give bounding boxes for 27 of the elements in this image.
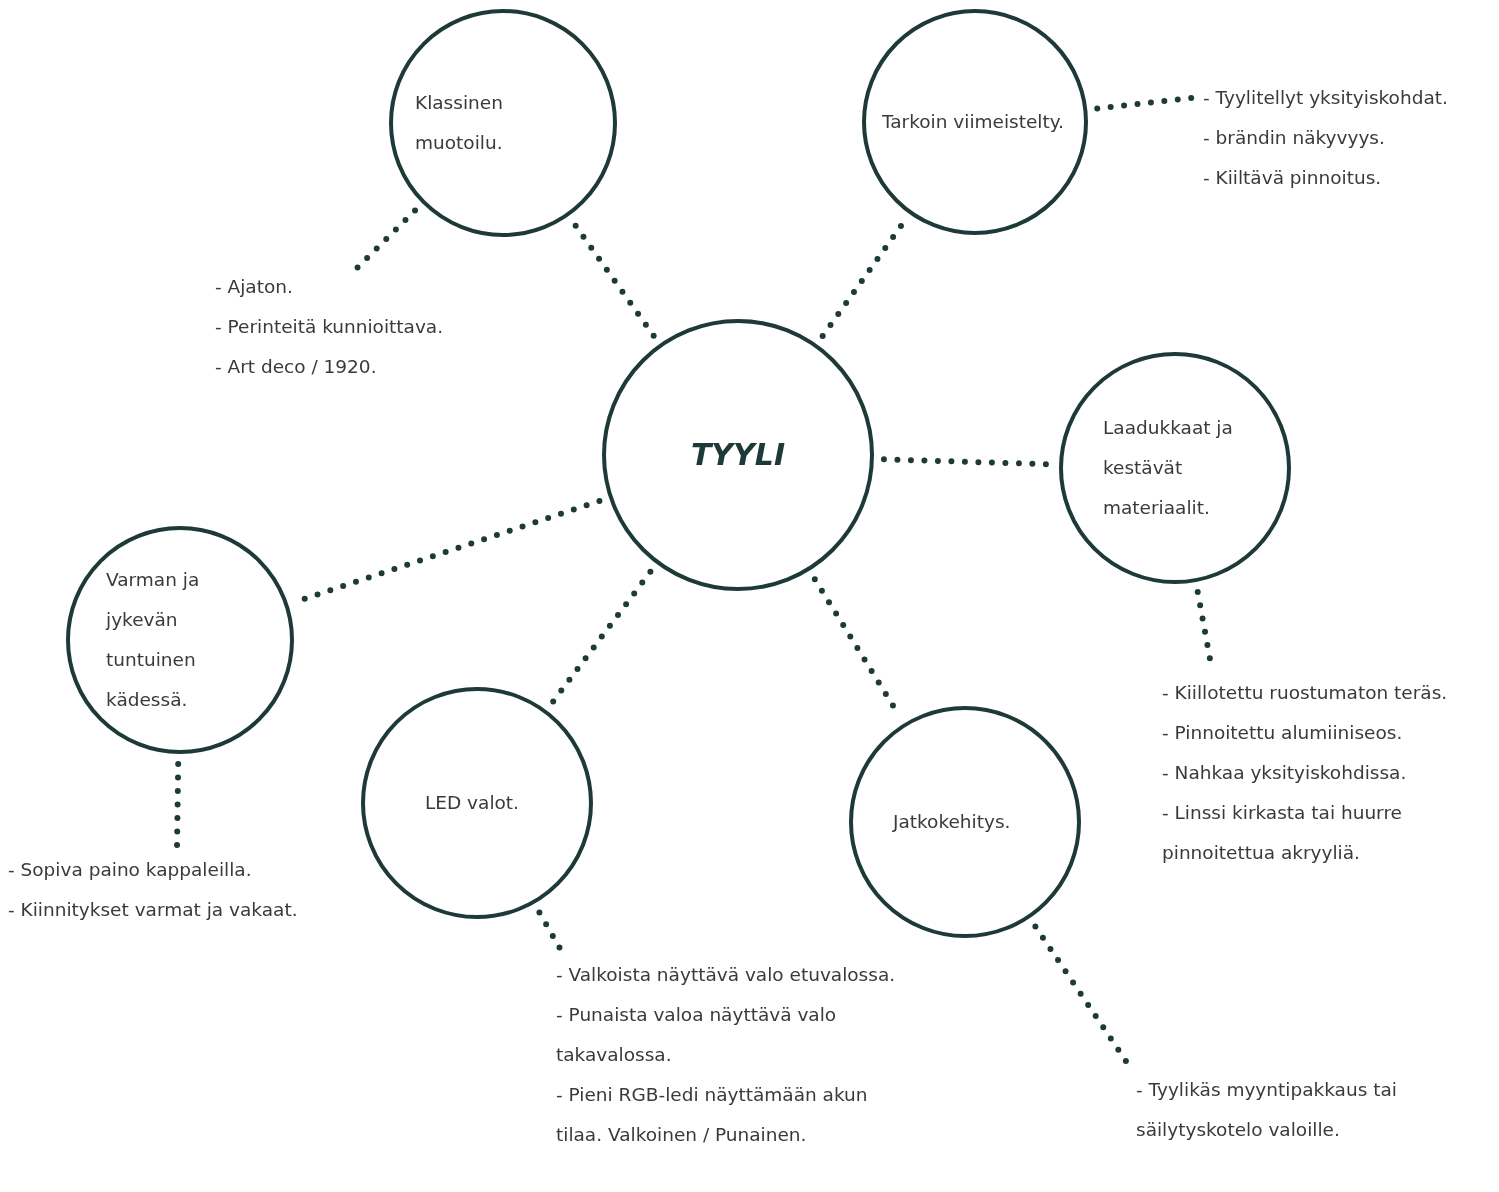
list-item: - Ajaton. <box>215 275 294 299</box>
list-item: - Kiillotettu ruostumaton teräs. <box>1162 681 1449 705</box>
circle-label: Jatkokehitys. <box>893 810 1011 834</box>
list-item: - Nahkaa yksityiskohdissa. <box>1162 761 1408 785</box>
circle-label: Laadukkaat ja kestävät materiaalit. <box>1103 416 1234 520</box>
circle-label: TYYLI <box>690 436 786 474</box>
list-item: - Tyylikäs myyntipakkaus tai säilytyskotelo valoille. <box>1136 1078 1398 1142</box>
list-item: - Sopiva paino kappaleilla. <box>8 858 253 882</box>
list-item: - Valkoista näyttävä valo etuvalossa. <box>556 963 896 987</box>
circle-label: Klassinen muotoilu. <box>415 91 504 155</box>
circle-label: Tarkoin viimeistelty. <box>882 110 1064 134</box>
list-item: - Perinteitä kunnioittava. <box>215 315 445 339</box>
list-item: - Pinnoitettu alumiiniseos. <box>1162 721 1404 745</box>
circle-label: LED valot. <box>425 791 519 815</box>
list-item: - Pieni RGB-ledi näyttämään akun tilaa. Valkoinen / Punainen. <box>556 1083 869 1147</box>
list-item: - Linssi kirkasta tai huurre pinnoitettua akryyliä. <box>1162 801 1403 865</box>
list-item: - Kiinnitykset varmat ja vakaat. <box>8 898 299 922</box>
list-item: - Kiiltävä pinnoitus. <box>1203 166 1383 190</box>
dotted-connector <box>549 568 654 706</box>
list-item: - brändin näkyvyys. <box>1203 126 1386 150</box>
dotted-connector <box>354 207 418 271</box>
list-item: - Art deco / 1920. <box>215 355 378 379</box>
circle-label: Varman ja jykevän tuntuinen kädessä. <box>106 568 201 712</box>
dotted-connector <box>571 221 657 339</box>
list-item: - Tyylitellyt yksityiskohdat. <box>1203 86 1449 110</box>
dotted-connector <box>174 761 182 850</box>
list-item: - Punaista valoa näyttävä valo takavalossa. <box>556 1003 838 1067</box>
